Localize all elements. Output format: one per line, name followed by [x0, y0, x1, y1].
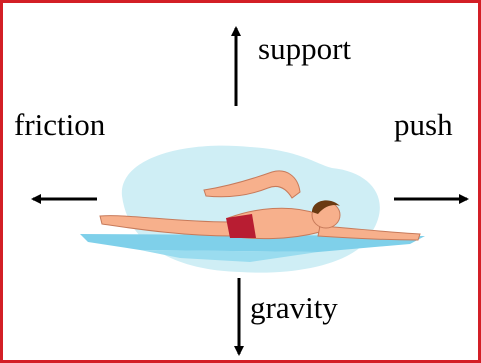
support-label: support: [258, 33, 351, 64]
gravity-label: gravity: [250, 292, 338, 323]
push-label: push: [394, 109, 453, 140]
friction-label: friction: [14, 109, 105, 140]
